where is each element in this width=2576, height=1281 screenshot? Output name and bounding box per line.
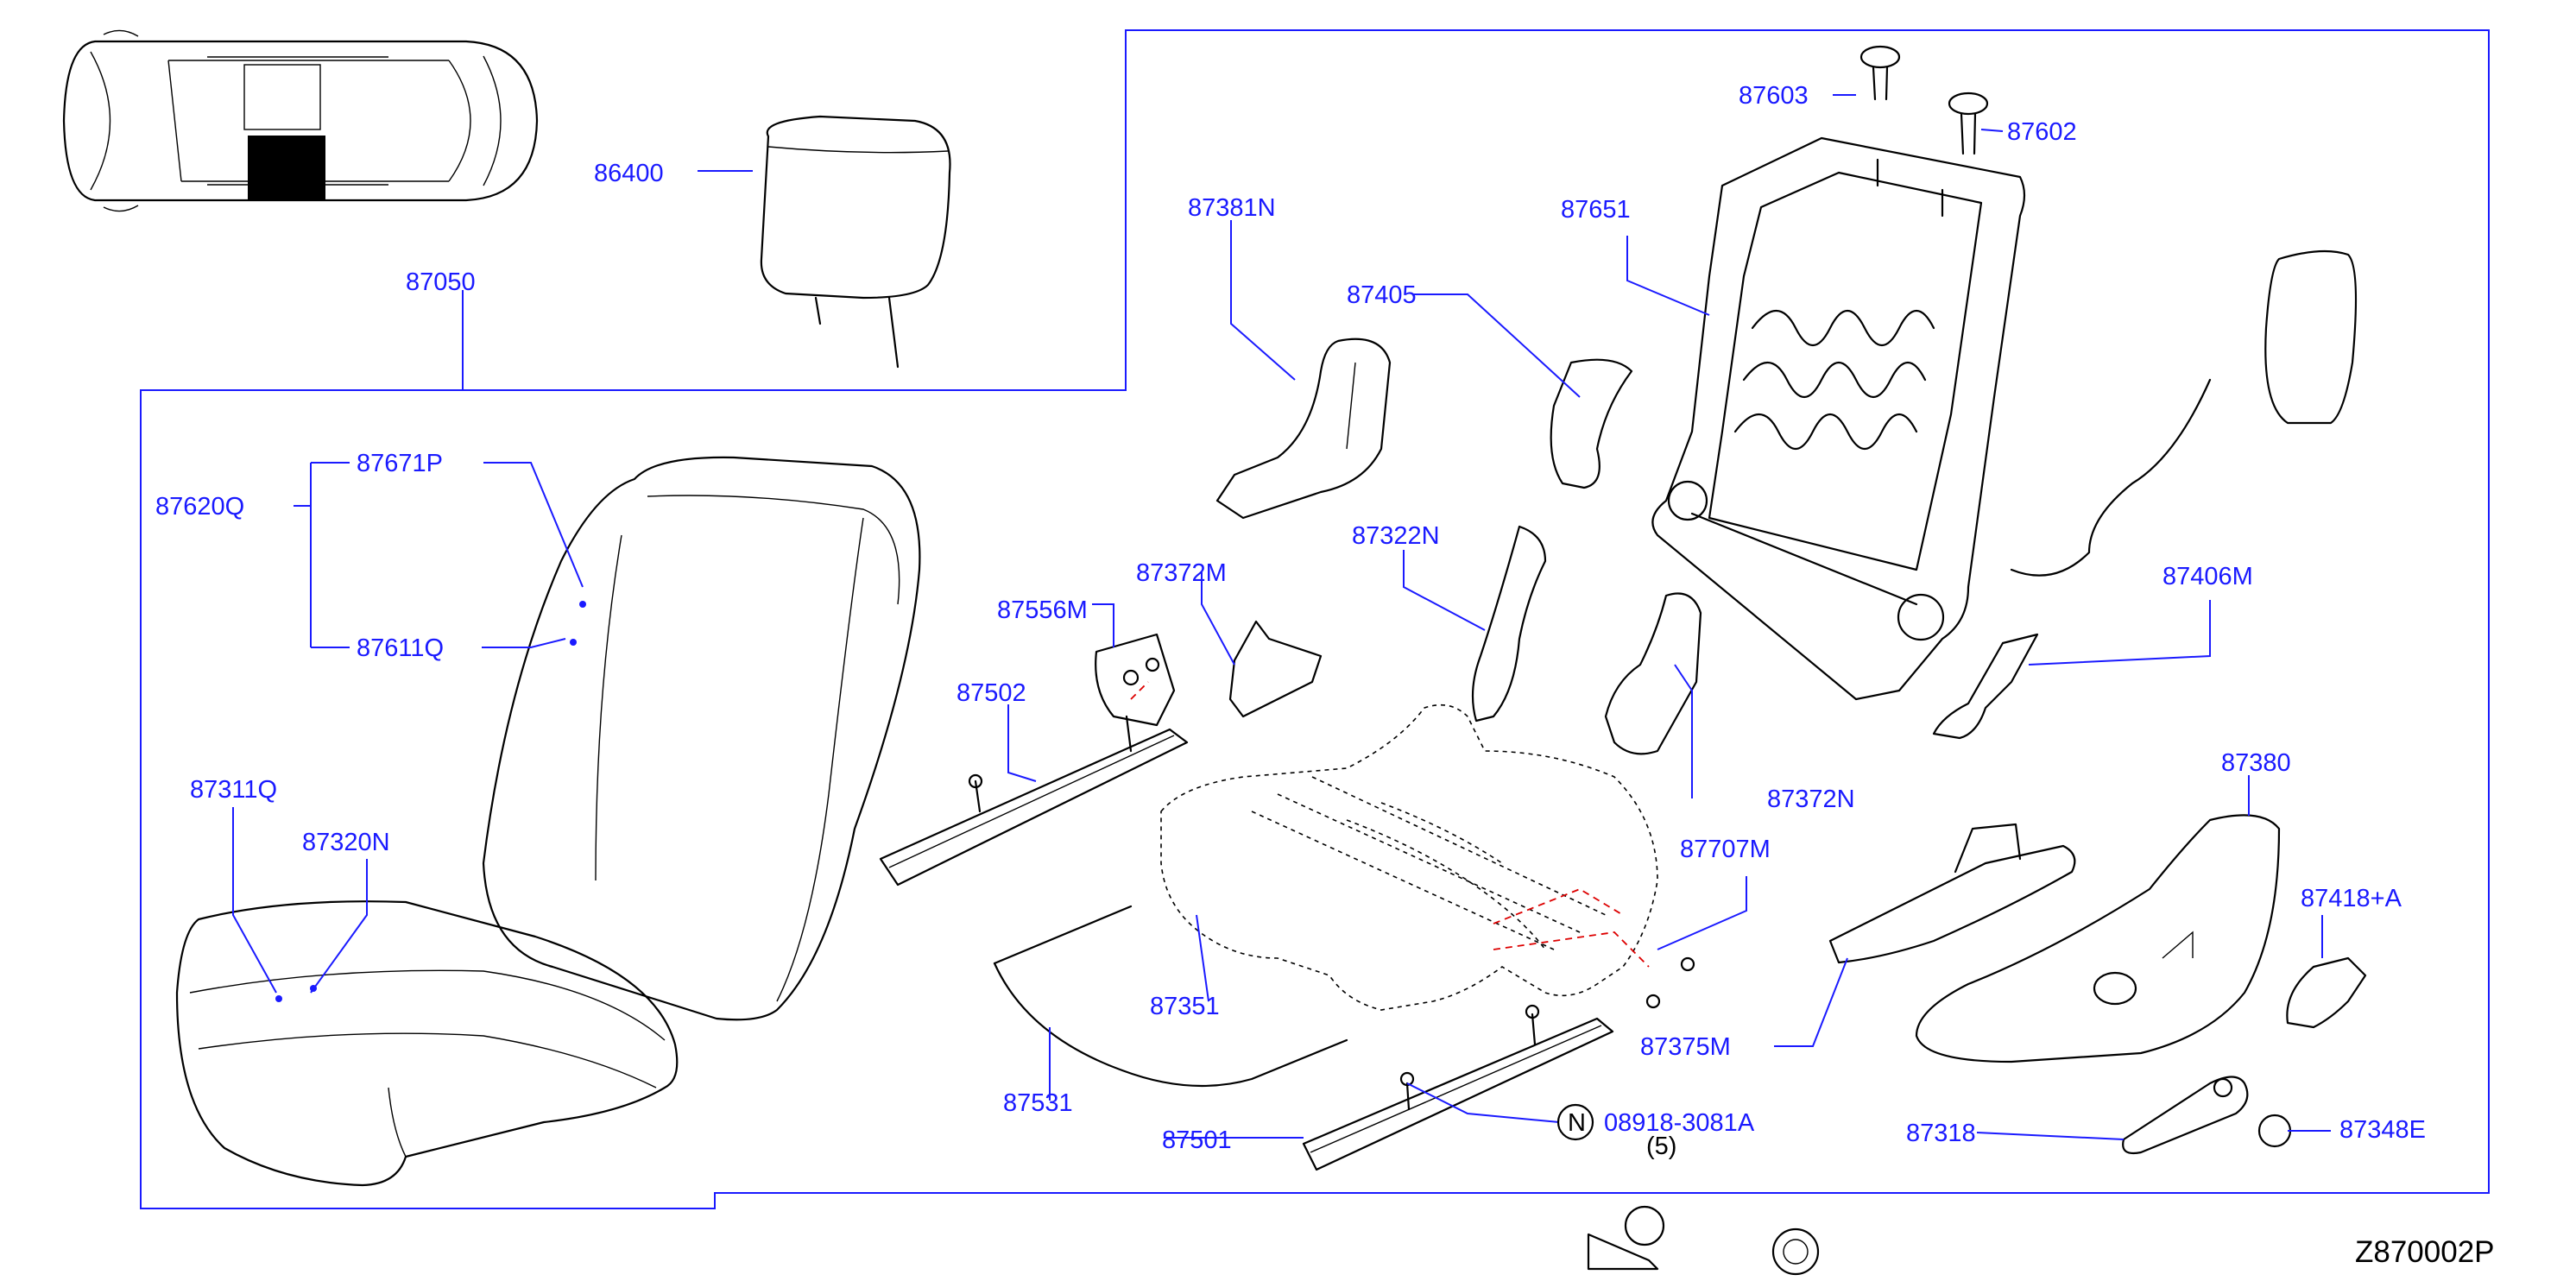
assembly-boundary: [140, 29, 2490, 1209]
label-86400: 86400: [594, 160, 664, 187]
panel-87372m: [1228, 620, 1323, 718]
bracket-87556m: [1095, 633, 1176, 727]
trim-87375m: [1828, 823, 2076, 964]
selected-seat-marker: [248, 136, 325, 200]
label-87671p: 87671P: [357, 450, 443, 477]
seat-cushion: [175, 900, 679, 1187]
label-87311q: 87311Q: [190, 776, 277, 804]
label-87406m: 87406M: [2162, 563, 2253, 590]
label-87556m: 87556M: [997, 596, 1088, 624]
label-87381n: 87381N: [1188, 194, 1276, 222]
label-08918-qty: (5): [1646, 1133, 1676, 1160]
mount-line-2: [1493, 931, 1650, 968]
motor-part-lower: [1771, 1227, 1820, 1276]
n-marker-circle: [1556, 1103, 1594, 1141]
label-87502: 87502: [957, 679, 1026, 707]
label-87050: 87050: [406, 268, 476, 296]
label-87602: 87602: [2007, 118, 2077, 146]
part-87381n: [1215, 338, 1392, 520]
seat-frame: [1160, 704, 1658, 1011]
label-87372n: 87372N: [1767, 786, 1855, 813]
label-87375m: 87375M: [1640, 1033, 1731, 1061]
label-87318: 87318: [1906, 1120, 1976, 1147]
car-overview-icon: [62, 29, 539, 212]
label-87418a: 87418+A: [2301, 885, 2402, 912]
label-08918: 08918-3081A: [1604, 1109, 1755, 1137]
label-87322n: 87322N: [1352, 522, 1440, 550]
pad-87406m: [2010, 249, 2358, 577]
bolt-icons: [968, 657, 1695, 1087]
label-87620q: 87620Q: [155, 493, 244, 521]
bracket-87406m-lower: [1932, 633, 2039, 740]
part-87372n: [1604, 592, 1702, 755]
seatback-frame-87651: [1651, 136, 2026, 701]
label-87501: 87501: [1162, 1126, 1232, 1154]
part-87405: [1550, 358, 1633, 489]
label-87348e: 87348E: [2339, 1116, 2426, 1144]
wire-87531: [993, 905, 1348, 1088]
label-87611q: 87611Q: [357, 634, 444, 662]
knob-87603: [1859, 45, 1901, 101]
mount-line-3: [1130, 681, 1149, 700]
label-87651: 87651: [1561, 196, 1631, 224]
label-87372m: 87372M: [1136, 559, 1227, 587]
mount-line-1: [1493, 887, 1624, 924]
label-87707m: 87707M: [1680, 836, 1771, 863]
leader-lines: [232, 94, 2331, 1140]
label-87405: 87405: [1347, 281, 1417, 309]
label-87603: 87603: [1739, 82, 1809, 110]
diagram-id: Z870002P: [2355, 1235, 2495, 1269]
part-87322n: [1471, 525, 1547, 723]
label-87320n: 87320N: [302, 829, 390, 856]
part-87418a: [2286, 956, 2367, 1029]
knob-87602: [1948, 92, 1989, 155]
n-marker-label: N: [1568, 1109, 1586, 1137]
seat-back: [482, 456, 921, 1021]
rail-87501: [1302, 1013, 1614, 1171]
cover-87380: [1915, 814, 2281, 1063]
lever-87318: [2122, 1076, 2249, 1155]
label-87351: 87351: [1150, 993, 1220, 1020]
cap-87348e: [2257, 1114, 2292, 1148]
headrest: [760, 115, 951, 369]
recliner-part-lower: [1587, 1205, 1665, 1271]
rail-87502: [879, 715, 1189, 887]
label-87531: 87531: [1003, 1089, 1073, 1117]
label-87380: 87380: [2221, 749, 2291, 777]
